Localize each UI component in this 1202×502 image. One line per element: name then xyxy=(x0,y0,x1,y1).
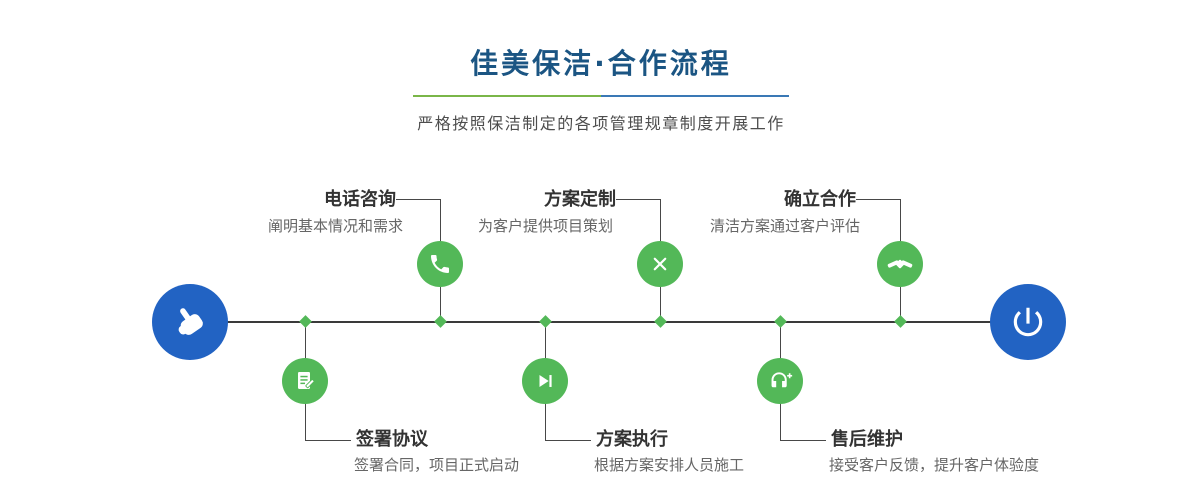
timeline-diamond xyxy=(894,315,907,328)
step-desc: 签署合同，项目正式启动 xyxy=(354,456,520,474)
connector-horizontal-line xyxy=(616,199,660,200)
step-icon-circle xyxy=(637,241,683,287)
step-icon-circle xyxy=(877,241,923,287)
end-node xyxy=(990,284,1066,360)
step-title: 售后维护 xyxy=(831,429,903,450)
power-icon xyxy=(1013,307,1043,337)
step-title: 确立合作 xyxy=(784,189,856,210)
connector-horizontal-line xyxy=(396,199,440,200)
step-title: 电话咨询 xyxy=(324,189,396,210)
play-icon xyxy=(539,375,552,387)
timeline-diamond xyxy=(299,315,312,328)
connector-horizontal-line xyxy=(305,440,351,441)
start-node xyxy=(152,284,228,360)
hand-pointer-icon xyxy=(178,308,203,335)
timeline-line xyxy=(190,321,1030,323)
step-title: 方案定制 xyxy=(544,189,616,210)
divider-green-segment xyxy=(413,95,601,97)
step-icon-circle xyxy=(282,358,328,404)
headset-icon xyxy=(771,372,793,388)
step-desc: 根据方案安排人员施工 xyxy=(594,456,745,474)
connector-horizontal-line xyxy=(780,440,826,441)
timeline-diamond xyxy=(539,315,552,328)
step-icon-circle xyxy=(417,241,463,287)
contract-icon xyxy=(298,372,315,389)
connector-horizontal-line xyxy=(545,440,591,441)
pen-tools-icon xyxy=(653,257,667,271)
handshake-icon xyxy=(887,259,913,269)
step-desc: 清洁方案通过客户评估 xyxy=(710,217,861,235)
page-title: 佳美保洁·合作流程 xyxy=(470,47,732,80)
step-title: 签署协议 xyxy=(356,429,428,450)
timeline-diamond xyxy=(774,315,787,328)
timeline-diamond xyxy=(654,315,667,328)
timeline-diamond xyxy=(434,315,447,328)
phone-icon xyxy=(431,255,449,273)
step-desc: 阐明基本情况和需求 xyxy=(268,217,404,235)
step-title: 方案执行 xyxy=(596,429,668,450)
step-desc: 为客户提供项目策划 xyxy=(478,217,614,235)
step-icon-circle xyxy=(757,358,803,404)
divider-blue-segment xyxy=(601,95,789,97)
step-desc: 接受客户反馈，提升客户体验度 xyxy=(829,456,1040,474)
page-subtitle: 严格按照保洁制定的各项管理规章制度开展工作 xyxy=(417,114,785,133)
connector-horizontal-line xyxy=(856,199,900,200)
title-divider xyxy=(413,95,789,97)
step-icon-circle xyxy=(522,358,568,404)
